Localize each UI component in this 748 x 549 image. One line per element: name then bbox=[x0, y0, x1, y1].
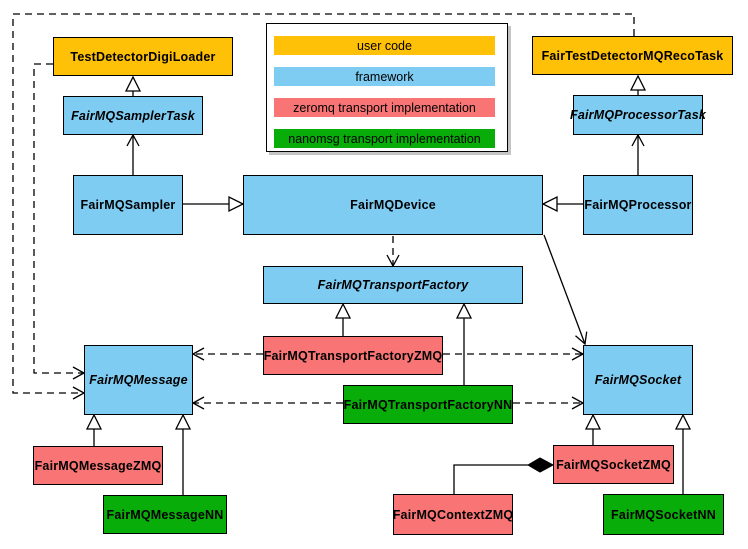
class-label: FairMQSocketZMQ bbox=[556, 457, 671, 472]
class-label: FairMQSocketNN bbox=[611, 507, 716, 522]
class-label: FairMQMessage bbox=[89, 373, 188, 387]
class-label: FairMQDevice bbox=[350, 198, 436, 212]
class-box-fairmqmessagenn: FairMQMessageNN bbox=[103, 495, 227, 534]
class-box-fairmqmessagezmq: FairMQMessageZMQ bbox=[33, 446, 163, 485]
edge-dependency-fairmqtransportfactoryzmq-fairmqmessage bbox=[191, 347, 263, 361]
edge-association-fairmqsampler-fairmqsamplertask bbox=[126, 133, 140, 175]
legend-item-user-code: user code bbox=[274, 36, 495, 55]
class-label: FairMQProcessorTask bbox=[569, 108, 707, 122]
class-label: FairMQSampler bbox=[80, 198, 176, 212]
legend-item-framework: framework bbox=[274, 67, 495, 86]
class-box-fairmqsampler: FairMQSampler bbox=[73, 175, 183, 235]
class-box-fairmqmessage: FairMQMessage bbox=[84, 345, 193, 415]
legend-item-zeromq: zeromq transport implementation bbox=[274, 98, 495, 117]
class-label: TestDetectorDigiLoader bbox=[70, 49, 216, 64]
class-box-fairmqtransportfactory: FairMQTransportFactory bbox=[263, 266, 523, 304]
edge-association-fairmqprocessor-fairmqprocessortask bbox=[631, 133, 645, 175]
class-label: FairMQProcessor bbox=[584, 198, 692, 212]
legend-label: zeromq transport implementation bbox=[293, 100, 476, 115]
class-label: FairMQTransportFactory bbox=[317, 278, 469, 292]
class-box-fairmqtransportfactorynn: FairMQTransportFactoryNN bbox=[343, 385, 513, 424]
class-box-fairmqdevice: FairMQDevice bbox=[243, 175, 543, 235]
class-label: FairMQTransportFactoryNN bbox=[343, 397, 513, 412]
class-box-fairtestdetectormqrecotask: FairTestDetectorMQRecoTask bbox=[532, 36, 733, 75]
edge-generalization-fairmqtransportfactoryzmq-fairmqtransportfactory bbox=[334, 302, 352, 336]
edge-generalization-fairmqtransportfactorynn-fairmqtransportfactory bbox=[455, 302, 473, 385]
class-box-fairmqcontextzmq: FairMQContextZMQ bbox=[393, 494, 513, 535]
edge-generalization-fairmqsamplertask-testdetectordigiloader bbox=[124, 75, 142, 96]
class-box-fairmqsocket: FairMQSocket bbox=[583, 345, 693, 415]
legend-box: user code framework zeromq transport imp… bbox=[266, 23, 508, 152]
class-label: FairMQSamplerTask bbox=[71, 108, 195, 123]
legend-label: user code bbox=[357, 38, 412, 53]
class-label: FairMQMessageZMQ bbox=[34, 458, 162, 473]
class-box-testdetectordigiloader: TestDetectorDigiLoader bbox=[53, 37, 233, 76]
class-label: FairTestDetectorMQRecoTask bbox=[541, 48, 724, 63]
class-label: FairMQTransportFactoryZMQ bbox=[263, 348, 443, 363]
class-box-fairmqprocessor: FairMQProcessor bbox=[583, 175, 693, 235]
edge-composition-fairmqsocketzmq-fairmqcontextzmq bbox=[453, 457, 555, 494]
edge-generalization-fairmqprocessor-fairmqdevice bbox=[541, 195, 583, 213]
class-box-fairmqsocketnn: FairMQSocketNN bbox=[603, 494, 724, 535]
class-box-fairmqsamplertask: FairMQSamplerTask bbox=[63, 96, 203, 135]
edge-generalization-fairmqsocketzmq-fairmqsocket bbox=[584, 413, 602, 445]
class-box-fairmqprocessortask: FairMQProcessorTask bbox=[569, 95, 707, 135]
class-label: FairMQMessageNN bbox=[106, 507, 224, 522]
class-label: FairMQSocket bbox=[594, 373, 682, 387]
edge-generalization-fairmqmessagenn-fairmqmessage bbox=[174, 413, 192, 495]
edge-dependency-fairmqdevice-fairmqtransportfactory bbox=[386, 236, 400, 268]
edge-dependency-fairmqtransportfactorynn-fairmqmessage bbox=[191, 396, 343, 410]
class-box-fairmqsocketzmq: FairMQSocketZMQ bbox=[553, 445, 674, 484]
edge-association-fairmqdevice-fairmqsocket bbox=[543, 234, 588, 346]
edge-generalization-fairmqsampler-fairmqdevice bbox=[183, 195, 245, 213]
legend-label: nanomsg transport implementation bbox=[288, 131, 481, 146]
class-label: FairMQContextZMQ bbox=[392, 507, 514, 522]
legend-item-nanomsg: nanomsg transport implementation bbox=[274, 129, 495, 148]
edge-dependency-fairmqtransportfactorynn-fairmqsocket bbox=[513, 396, 585, 410]
class-box-fairmqtransportfactoryzmq: FairMQTransportFactoryZMQ bbox=[263, 336, 443, 375]
legend-label: framework bbox=[355, 69, 414, 84]
edge-generalization-fairmqprocessortask-fairtestdetectormqrecotask bbox=[629, 74, 647, 95]
edge-generalization-fairmqsocketnn-fairmqsocket bbox=[674, 413, 692, 494]
edge-generalization-fairmqmessagezmq-fairmqmessage bbox=[85, 413, 103, 446]
